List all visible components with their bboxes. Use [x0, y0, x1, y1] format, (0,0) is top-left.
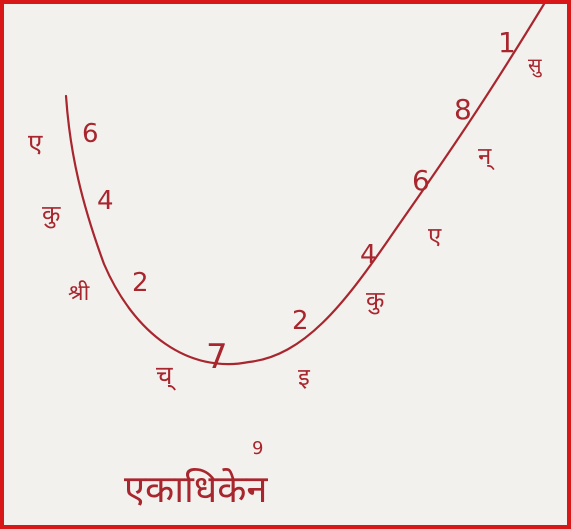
number-left-2: 2: [132, 268, 149, 298]
number-left-6: 6: [82, 119, 99, 149]
letter-left-ku: कु: [42, 200, 61, 229]
number-right-2: 2: [292, 306, 309, 336]
letter-left-e: ए: [28, 129, 43, 159]
letter-right-nu: न्: [478, 142, 495, 171]
number-right-6: 6: [412, 164, 430, 197]
number-left-4: 4: [97, 186, 114, 216]
letter-right-ku: कु: [366, 286, 385, 315]
number-right-1: 1: [498, 26, 516, 59]
letter-right-su: सु: [528, 53, 543, 78]
u-curve: [64, 4, 546, 366]
number-bottom-7: 7: [206, 337, 228, 377]
letter-right-e: ए: [428, 222, 442, 250]
letter-left-shri: श्री: [68, 280, 90, 306]
number-right-4: 4: [360, 240, 377, 270]
handwritten-diagram: 6 4 2 7 2 4 6 8 1 ए कु श्री च् इ कु ए न्…: [28, 4, 546, 511]
letter-bottom-ch: च्: [156, 361, 177, 391]
number-right-8: 8: [454, 93, 472, 126]
title-superscript: 9: [252, 438, 263, 459]
diagram-title: एकाधिकेन: [124, 467, 268, 511]
letter-bottom-i: इ: [298, 363, 311, 391]
